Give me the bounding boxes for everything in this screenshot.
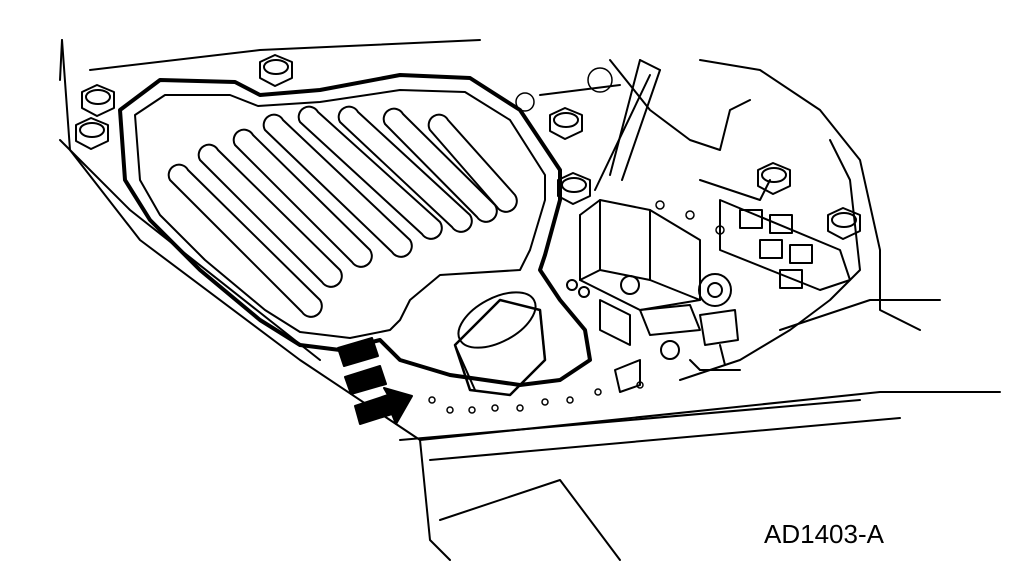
retaining-bolt (757, 162, 791, 195)
removal-direction-arrow (337, 337, 413, 425)
retaining-bolts (75, 54, 861, 240)
retaining-bolt (827, 207, 861, 240)
tube-rods (594, 59, 661, 191)
valve-body (579, 179, 851, 311)
retaining-bolt (75, 117, 109, 150)
transmission-case (59, 39, 1001, 561)
filter-outlet-tube (453, 291, 547, 397)
retaining-bolt (549, 107, 583, 140)
filter-ribs (167, 105, 518, 318)
retaining-bolt (557, 172, 591, 205)
retaining-bolt (259, 54, 293, 87)
oil-filter (118, 73, 592, 387)
solenoid-body (566, 273, 739, 393)
case-holes (428, 67, 725, 414)
figure-label: AD1403-A (764, 519, 884, 549)
retaining-bolt (81, 84, 115, 117)
